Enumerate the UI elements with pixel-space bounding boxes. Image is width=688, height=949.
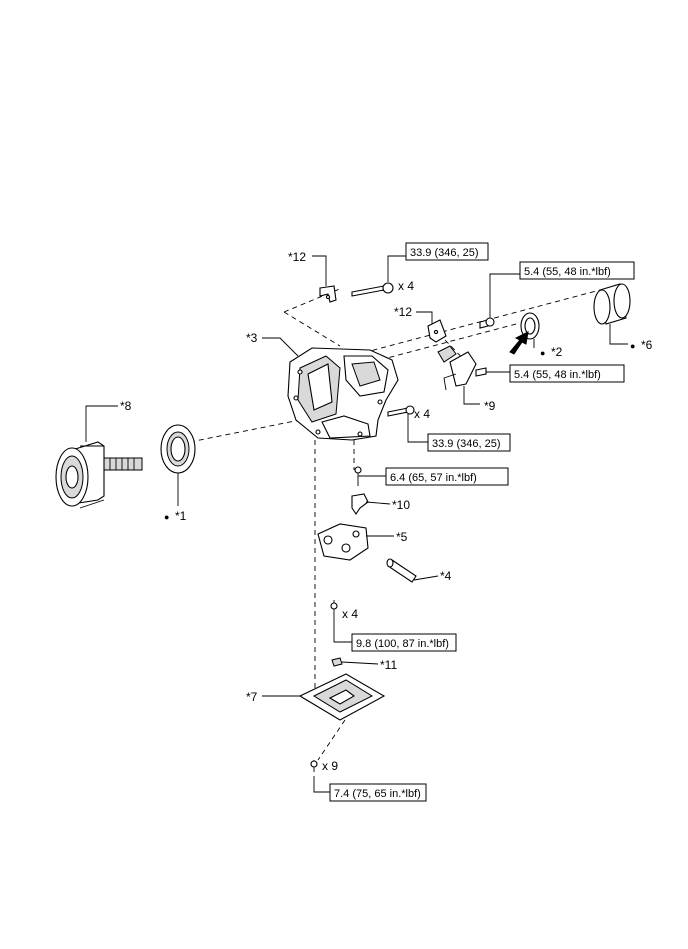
assembly-guide-lines bbox=[189, 287, 601, 761]
svg-text:9.8 (100, 87 in.*lbf): 9.8 (100, 87 in.*lbf) bbox=[356, 638, 449, 650]
part-8-shaft-assembly bbox=[55, 441, 143, 509]
torque-spec-7: 7.4 (75, 65 in.*lbf) bbox=[329, 783, 427, 802]
callout-6: *6 bbox=[641, 338, 653, 352]
svg-text:5.4 (55, 48 in.*lbf): 5.4 (55, 48 in.*lbf) bbox=[514, 369, 601, 381]
part-9-sensor bbox=[437, 345, 487, 391]
callout-7: *7 bbox=[246, 690, 258, 704]
bolt-clip bbox=[354, 466, 362, 486]
leader-lines bbox=[85, 255, 628, 793]
callout-5: *5 bbox=[396, 530, 408, 544]
torque-spec-3: 5.4 (55, 48 in.*lbf) bbox=[509, 364, 625, 383]
part-12-bracket-upper bbox=[319, 285, 337, 303]
qty-bolt-top: x 4 bbox=[398, 279, 414, 293]
bullet-1: ● bbox=[164, 512, 169, 522]
callout-1: *1 bbox=[175, 509, 187, 523]
bullet-6: ● bbox=[630, 341, 635, 351]
qty-bolt-valve-body: x 4 bbox=[342, 607, 358, 621]
callout-2: *2 bbox=[551, 345, 563, 359]
callout-9: *9 bbox=[484, 399, 496, 413]
callout-11: *11 bbox=[380, 658, 397, 672]
part-10-clip bbox=[351, 493, 369, 515]
bullet-2: ● bbox=[540, 348, 545, 358]
torque-spec-2: 5.4 (55, 48 in.*lbf) bbox=[519, 261, 635, 280]
qty-bolt-pan: x 9 bbox=[322, 759, 338, 773]
bolt-pan bbox=[310, 760, 318, 772]
part-12-bracket-lower bbox=[427, 319, 447, 343]
callout-12-upper: *12 bbox=[288, 250, 306, 264]
part-5-valve-body bbox=[317, 523, 369, 561]
bolt-valve-body bbox=[330, 600, 338, 620]
torque-spec-5: 6.4 (65, 57 in.*lbf) bbox=[385, 467, 509, 486]
svg-text:7.4 (75, 65 in.*lbf): 7.4 (75, 65 in.*lbf) bbox=[334, 788, 421, 800]
svg-text:33.9 (346, 25): 33.9 (346, 25) bbox=[432, 438, 501, 450]
callout-12-lower: *12 bbox=[394, 305, 412, 319]
part-7-oil-pan bbox=[298, 673, 386, 721]
part-4-pin bbox=[386, 558, 417, 583]
bolt-middle bbox=[387, 405, 415, 417]
torque-spec-1: 33.9 (346, 25) bbox=[405, 242, 489, 261]
part-6-sleeve bbox=[593, 283, 631, 325]
part-2-seal-ring bbox=[520, 312, 540, 340]
qty-bolt-middle: x 4 bbox=[414, 407, 430, 421]
callout-8: *8 bbox=[120, 399, 132, 413]
callout-3: *3 bbox=[246, 331, 258, 345]
bolt-top bbox=[351, 282, 394, 297]
part-1-oil-seal bbox=[160, 424, 196, 474]
part-3-case-housing bbox=[287, 347, 399, 441]
apply-arrow-icon bbox=[509, 331, 529, 355]
torque-spec-6: 9.8 (100, 87 in.*lbf) bbox=[351, 633, 457, 652]
svg-text:5.4 (55, 48 in.*lbf): 5.4 (55, 48 in.*lbf) bbox=[524, 266, 611, 278]
part-11-magnet bbox=[331, 657, 343, 667]
torque-spec-4: 33.9 (346, 25) bbox=[427, 433, 511, 452]
bolt-upper-right bbox=[479, 317, 495, 329]
callout-4: *4 bbox=[440, 569, 452, 583]
svg-text:6.4 (65, 57 in.*lbf): 6.4 (65, 57 in.*lbf) bbox=[390, 472, 477, 484]
svg-text:33.9 (346, 25): 33.9 (346, 25) bbox=[410, 247, 479, 259]
callout-10: *10 bbox=[392, 498, 410, 512]
